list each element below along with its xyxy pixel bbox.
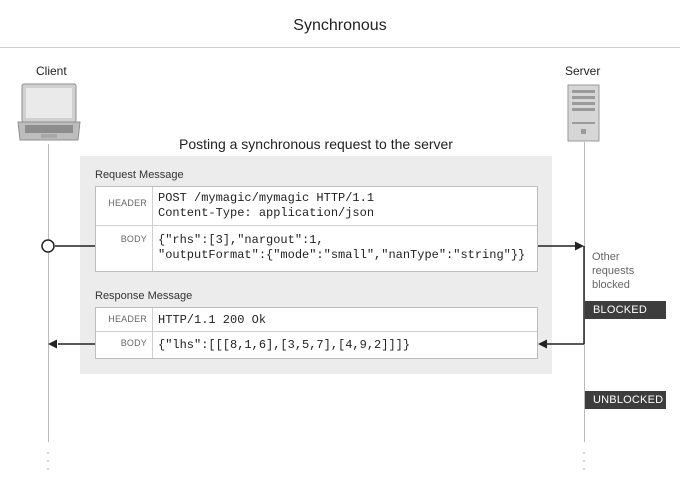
flow-caption: Posting a synchronous request to the ser…	[179, 136, 453, 152]
response-body-tag: BODY	[96, 332, 153, 358]
blocked-note-line-3: blocked	[592, 279, 630, 291]
request-message-box: HEADER POST /mymagic/mymagic HTTP/1.1 Co…	[95, 186, 538, 272]
request-header-line-1: POST /mymagic/mymagic HTTP/1.1	[158, 191, 375, 205]
response-header-line: HTTP/1.1 200 Ok	[158, 313, 267, 327]
laptop-icon	[17, 83, 81, 141]
client-label: Client	[36, 64, 67, 78]
response-row-divider	[96, 331, 537, 332]
response-message-box: HEADER HTTP/1.1 200 Ok BODY {"lhs":[[[8,…	[95, 307, 538, 359]
request-header-tag: HEADER	[96, 187, 153, 225]
request-body-tag: BODY	[96, 226, 153, 271]
request-origin-circle	[41, 239, 55, 253]
request-body-line-1: {"rhs":[3],"nargout":1,	[158, 233, 324, 247]
request-header-line-2: Content-Type: application/json	[158, 206, 375, 220]
blocked-note: Other requests blocked	[592, 250, 634, 292]
blocked-badge: BLOCKED	[585, 301, 666, 319]
response-arrow-left-segment	[48, 339, 95, 349]
title-divider	[0, 47, 680, 48]
client-lifeline-continuation: ···	[46, 445, 50, 475]
request-arrow-right-segment	[538, 241, 584, 251]
diagram-title: Synchronous	[293, 17, 387, 34]
response-message-label: Response Message	[95, 290, 193, 302]
unblocked-badge: UNBLOCKED	[585, 391, 666, 409]
request-body-line-2: "outputFormat":{"mode":"small","nanType"…	[158, 248, 526, 262]
blocked-note-line-2: requests	[592, 265, 635, 277]
client-lifeline	[48, 144, 49, 442]
response-header-tag: HEADER	[96, 308, 153, 331]
server-tower-icon	[567, 84, 600, 142]
request-row-divider	[96, 225, 537, 226]
server-label: Server	[565, 64, 601, 78]
response-body-line: {"lhs":[[[8,1,6],[3,5,7],[4,9,2]]]}	[158, 338, 411, 352]
blocked-note-line-1: Other	[592, 251, 620, 263]
request-message-label: Request Message	[95, 169, 184, 181]
response-arrow-right-segment	[538, 246, 585, 349]
server-lifeline-continuation: ···	[582, 445, 586, 475]
